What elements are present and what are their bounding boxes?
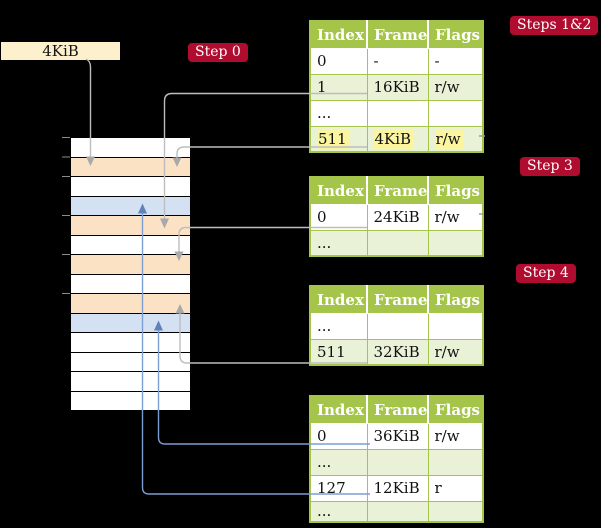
memory-row-7-table-frame [71,255,190,275]
cell-index: ... [309,500,368,523]
cell-frame: 32KiB [366,338,429,366]
cell-index: 511 [309,125,368,153]
cell-flags [427,448,484,476]
cell-index: 0 [309,422,368,450]
table-row: 0 24KiB r/w [309,203,484,231]
header-frame: Frame [367,177,429,205]
highlight: r/w [434,129,464,149]
cell-frame [366,99,429,127]
table-header-row: Index Frame Flags [310,396,483,424]
cell-index: ... [309,99,368,127]
cell-frame: 36KiB [366,422,429,450]
memory-row-10-mapped-page [71,313,190,333]
memory-tick-marks [62,137,70,294]
cell-flags: r/w [427,125,484,153]
badge-step-3: Step 3 [520,157,580,176]
cell-index: ... [309,312,368,340]
cell-index: 0 [309,203,368,231]
table-row: ... [309,448,484,476]
cell-flags [427,312,484,340]
memory-row-8-plain [71,274,190,294]
memory-row-4-mapped-page [71,196,190,216]
memory-row-1-plain [71,138,190,158]
header-flags: Flags [428,177,483,205]
cell-frame: 4KiB [366,125,429,153]
cell-flags: r/w [427,73,484,101]
table-row: ... [309,312,484,340]
table-row: 0 - - [309,47,484,75]
header-flags: Flags [428,396,483,424]
badge-steps-1-2: Steps 1&2 [510,16,599,35]
badge-step-4: Step 4 [516,264,576,283]
cell-frame: 12KiB [366,474,429,502]
table-row: 511 32KiB r/w [309,338,484,366]
header-flags: Flags [428,286,483,314]
cell-index: 0 [309,47,368,75]
header-index: Index [310,396,368,424]
page-table-4: Index Frame Flags 0 36KiB r/w ... 127 12… [309,395,484,523]
cell-frame: - [366,47,429,75]
header-index: Index [310,177,368,205]
cell-frame [366,448,429,476]
table-row-highlighted: 511 4KiB r/w [309,125,484,153]
header-frame: Frame [367,396,429,424]
table-header-row: Index Frame Flags [310,177,483,205]
cell-frame [366,229,429,257]
frame-address-label: 4KiB [1,42,120,60]
header-flags: Flags [428,21,483,49]
cell-frame [366,500,429,523]
cell-frame: 24KiB [366,203,429,231]
cell-frame [366,312,429,340]
cell-flags [427,500,484,523]
memory-row-13-plain [71,372,190,392]
header-frame: Frame [367,286,429,314]
header-frame: Frame [367,21,429,49]
memory-row-12-plain [71,352,190,372]
memory-row-11-plain [71,333,190,353]
table-header-row: Index Frame Flags [310,21,483,49]
cell-index: 511 [309,338,368,366]
cell-flags: r [427,474,484,502]
page-table-3: Index Frame Flags ... 511 32KiB r/w [309,285,484,366]
badge-step-0: Step 0 [188,43,248,62]
page-table-1: Index Frame Flags 0 - - 1 16KiB r/w ... … [309,20,484,153]
memory-row-3-plain [71,177,190,197]
memory-row-14-plain [71,391,190,410]
cell-flags [427,229,484,257]
table-row: ... [309,99,484,127]
table-row: 127 12KiB r [309,474,484,502]
page-table-2: Index Frame Flags 0 24KiB r/w ... [309,176,484,257]
cell-flags [427,99,484,127]
table-row: ... [309,500,484,523]
memory-column [70,137,191,411]
cell-flags: r/w [427,203,484,231]
cell-flags: - [427,47,484,75]
header-index: Index [310,286,368,314]
cell-index: ... [309,229,368,257]
cell-flags: r/w [427,422,484,450]
cell-flags: r/w [427,338,484,366]
memory-row-6-plain [71,235,190,255]
cell-frame: 16KiB [366,73,429,101]
table-row: ... [309,229,484,257]
cell-index: ... [309,448,368,476]
highlight: 4KiB [373,129,415,149]
memory-row-2-table-frame [71,157,190,177]
table-row: 1 16KiB r/w [309,73,484,101]
cell-index: 127 [309,474,368,502]
cell-index: 1 [309,73,368,101]
table-header-row: Index Frame Flags [310,286,483,314]
memory-row-5-table-frame [71,216,190,236]
table-row: 0 36KiB r/w [309,422,484,450]
highlight: 511 [317,129,350,149]
memory-row-9-table-frame [71,294,190,314]
header-index: Index [310,21,368,49]
